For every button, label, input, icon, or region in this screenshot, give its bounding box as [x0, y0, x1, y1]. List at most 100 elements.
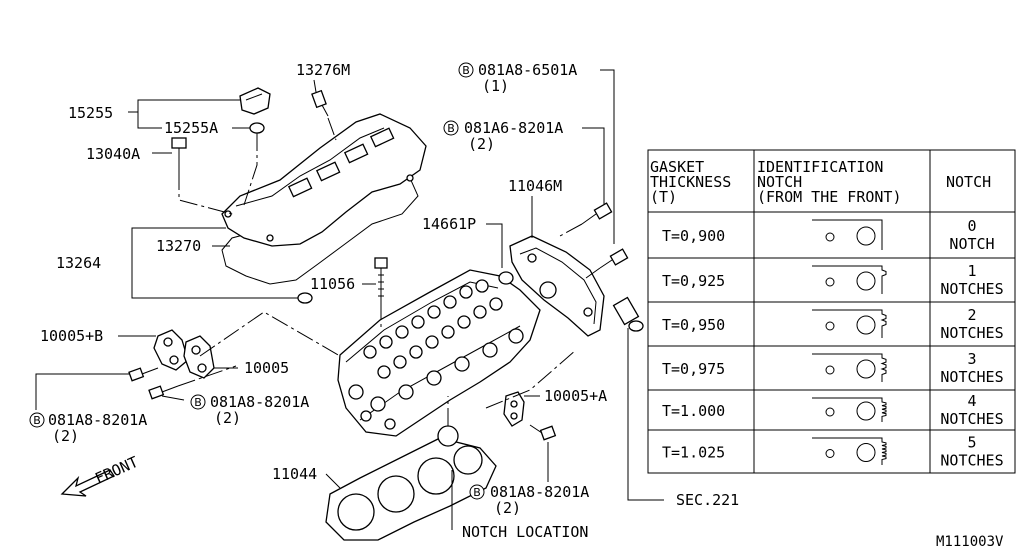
label-081a8-top: 081A8-6501A [478, 61, 577, 79]
cylinder-head-body [337, 269, 541, 437]
diagram-code: M111003V [936, 534, 1004, 550]
head-gasket [325, 425, 497, 541]
bolt-081a8-top [599, 248, 629, 269]
label-11044: 11044 [272, 465, 317, 483]
row-notch-unit: NOTCHES [940, 410, 1003, 428]
rocker-cover-ridge [235, 127, 385, 207]
row-notch-unit: NOTCHES [940, 324, 1003, 342]
label-081a8-mid-qty: (2) [214, 409, 241, 427]
port-2 [315, 161, 341, 182]
row-thickness: T=0,900 [662, 227, 725, 245]
rim-screw [266, 234, 274, 242]
bolt-bottom [529, 424, 557, 441]
row-notch-count: 1 [967, 262, 976, 280]
label-notch-location: NOTCH LOCATION [462, 523, 588, 541]
header-t: (T) [650, 188, 677, 206]
label-081a8-bot-qty: (2) [494, 499, 521, 517]
header-gasket: GASKET [650, 158, 704, 176]
row-notch-unit: NOTCHES [940, 280, 1003, 298]
label-13264: 13264 [56, 254, 101, 272]
cap-seal [249, 122, 265, 134]
row-notch-count: 5 [967, 434, 976, 452]
cylinder-head [337, 269, 541, 437]
notch-sketch [812, 265, 887, 294]
notch-sketch [812, 219, 883, 250]
rear-cover [509, 235, 605, 337]
gasket-10005b [153, 329, 189, 371]
row-thickness: T=0,950 [662, 316, 725, 334]
bolt-symbol-icon [443, 120, 459, 136]
label-10005: 10005 [244, 359, 289, 377]
label-081a8-left: 081A8-8201A [48, 411, 147, 429]
header-thickness: THICKNESS [650, 173, 731, 191]
label-14661p: 14661P [422, 215, 476, 233]
bolt-symbol-icon [458, 62, 474, 78]
header-notch: NOTCH [757, 173, 802, 191]
rim-screw [406, 174, 414, 182]
bolt-symbol-letter: B [33, 414, 41, 427]
oil-filler-cap [239, 87, 271, 115]
bolt-symbol-icon [469, 484, 485, 500]
port-3 [343, 143, 369, 164]
label-13040a: 13040A [86, 145, 140, 163]
label-081a8-left-qty: (2) [52, 427, 79, 445]
seal [498, 271, 514, 285]
head-bolt [374, 257, 388, 302]
bolt-symbol-icon [29, 412, 45, 428]
row-notch-count: 4 [967, 392, 976, 410]
valve-train [348, 279, 524, 430]
bolt-081a6 [581, 202, 613, 225]
pcv-valve [311, 89, 329, 117]
bolt-mid [148, 385, 179, 400]
label-13276m: 13276M [296, 61, 350, 79]
label-11056: 11056 [310, 275, 355, 293]
header-notch-count: NOTCH [946, 173, 991, 191]
table-rows: T=0,9000NOTCHT=0,9251NOTCHEST=0,9502NOTC… [662, 217, 1004, 470]
notch-sketch [812, 437, 887, 465]
leader-lines [35, 69, 664, 530]
notch-sketch [812, 353, 887, 382]
port-4 [369, 127, 395, 148]
row-thickness: T=0,975 [662, 360, 725, 378]
row-thickness: T=0,925 [662, 272, 725, 290]
label-10005b: 10005+B [40, 327, 103, 345]
label-10005a: 10005+A [544, 387, 607, 405]
front-arrow [60, 469, 115, 497]
rim-screw [224, 210, 232, 218]
label-13270: 13270 [156, 237, 201, 255]
header-identification: IDENTIFICATION [757, 158, 883, 176]
row-notch-count: 3 [967, 350, 976, 368]
row-notch-unit: NOTCHES [940, 368, 1003, 386]
label-081a8-bot: 081A8-8201A [490, 483, 589, 501]
label-11046m: 11046M [508, 177, 562, 195]
rocker-cover [221, 113, 427, 285]
label-081a6-qty: (2) [468, 135, 495, 153]
label-15255: 15255 [68, 104, 113, 122]
gasket-10005 [183, 335, 215, 379]
row-notch-count: 2 [967, 306, 976, 324]
row-thickness: T=1.025 [662, 444, 725, 462]
label-081a6: 081A6-8201A [464, 119, 563, 137]
label-081a8-mid: 081A8-8201A [210, 393, 309, 411]
sensor [612, 296, 644, 332]
row-thickness: T=1.000 [662, 402, 725, 420]
label-15255a: 15255A [164, 119, 218, 137]
label-081a8-top-qty: (1) [482, 77, 509, 95]
part-labels: 15255 15255A 13276M 13040A 13264 13270 1… [29, 61, 1004, 550]
row-notch-unit: NOTCH [949, 235, 994, 253]
header-from-front: (FROM THE FRONT) [757, 188, 902, 206]
gasket-10005a [503, 391, 525, 427]
bolt-symbol-icon [190, 394, 206, 410]
cover-bolt [171, 137, 187, 172]
bolt-symbol-letter: B [473, 486, 481, 499]
row-notch-count: 0 [967, 217, 976, 235]
row-notch-unit: NOTCHES [940, 452, 1003, 470]
bolt-symbol-letter: B [194, 396, 202, 409]
bolt-left [128, 367, 159, 382]
